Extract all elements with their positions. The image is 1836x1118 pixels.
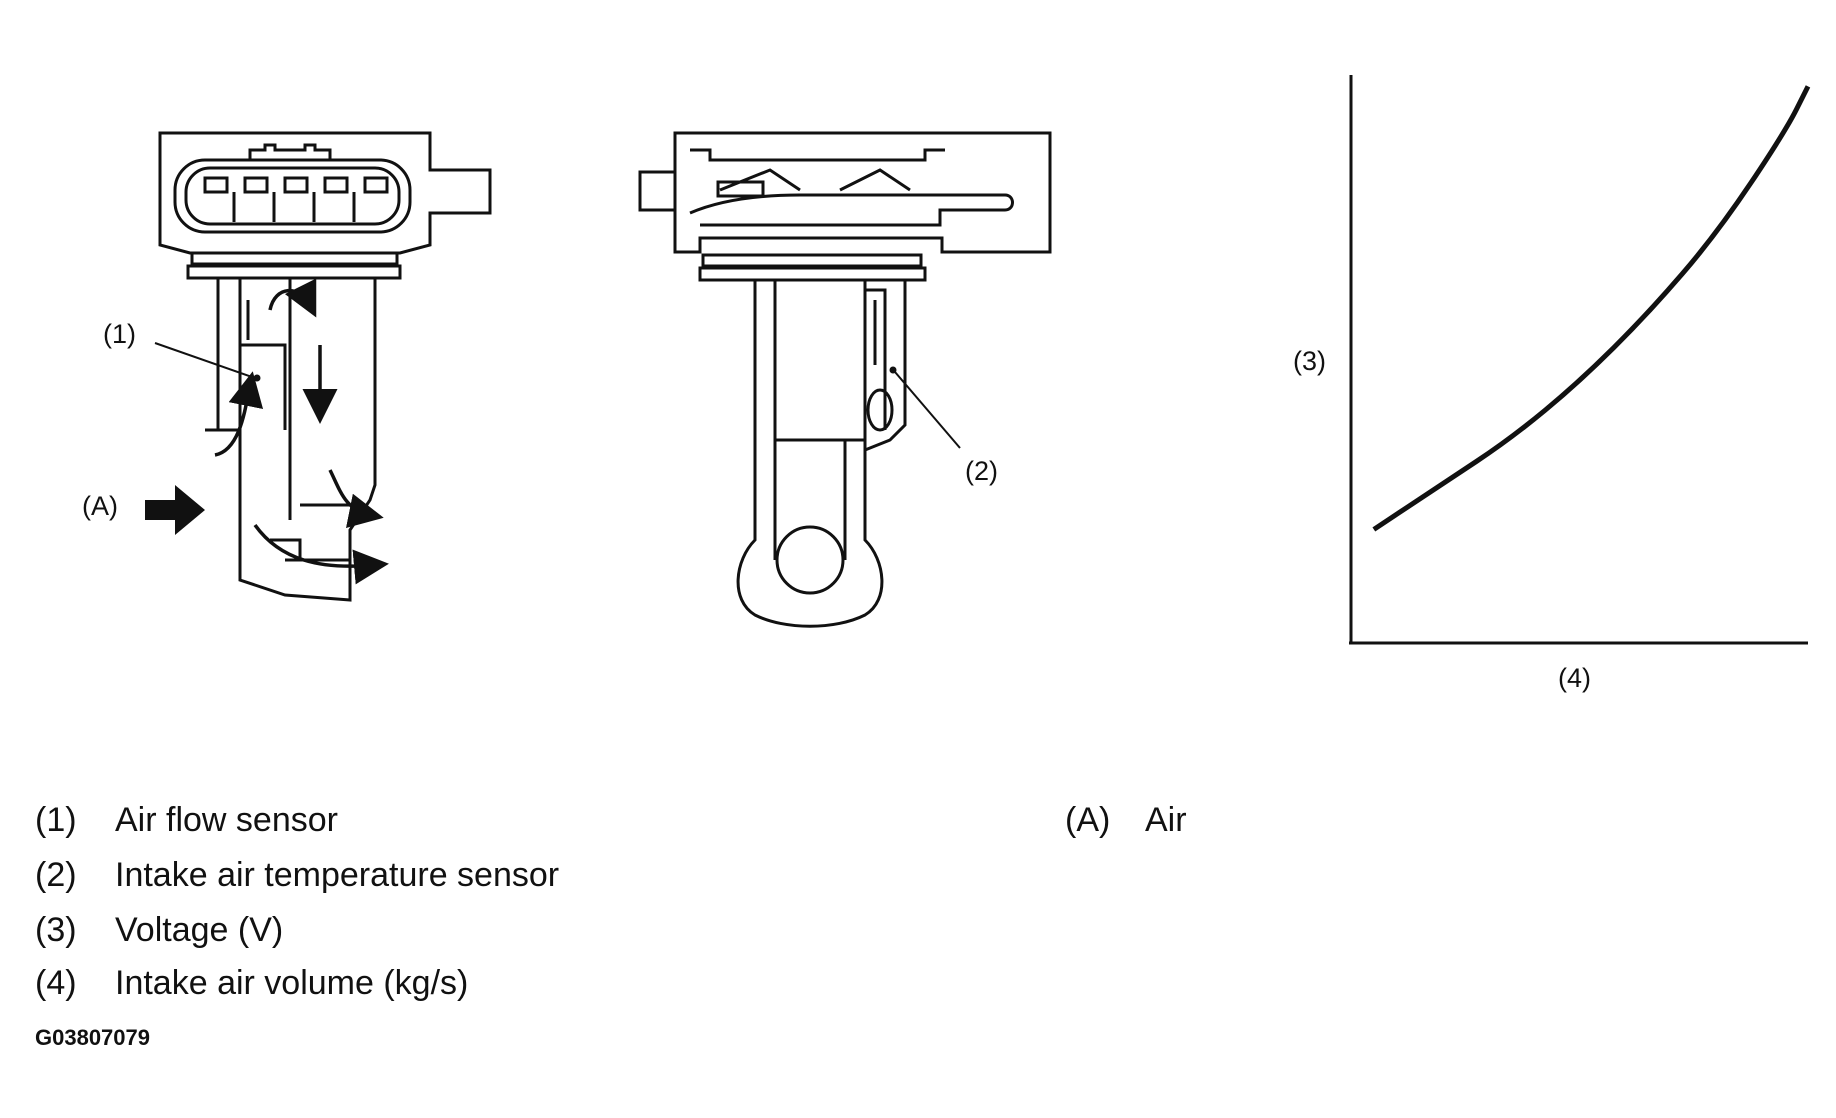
- legend-key: (1): [35, 801, 77, 839]
- legend-item-1: (1) Air flow sensor: [35, 800, 338, 840]
- callout-intake-temp-sensor: (2): [965, 456, 998, 486]
- legend-item-2: (2) Intake air temperature sensor: [35, 855, 559, 895]
- legend-label: Voltage (V): [115, 911, 284, 949]
- airflow-arrows: [214, 278, 389, 585]
- legend-item-3: (3) Voltage (V): [35, 910, 283, 950]
- x-axis-label: (4): [1558, 663, 1591, 693]
- callout-air-flow-sensor: (1): [103, 319, 136, 349]
- flange: [186, 251, 402, 280]
- air-inflow-arrow: [145, 485, 205, 535]
- legend-key: (A): [1065, 801, 1111, 839]
- legend-label: Intake air temperature sensor: [115, 856, 560, 894]
- sensor-probe-body: [205, 278, 377, 602]
- top-housing: [638, 131, 1052, 254]
- figure-id: G03807079: [35, 1025, 150, 1050]
- legend-item-4: (4) Intake air volume (kg/s): [35, 963, 468, 1003]
- sensor-front-view: [638, 131, 1052, 628]
- flange-front: [698, 253, 927, 282]
- legend-label: Intake air volume (kg/s): [115, 964, 469, 1002]
- callout-air: (A): [82, 491, 118, 521]
- connector-housing: [158, 131, 492, 255]
- legend-key: (2): [35, 856, 77, 894]
- leader-line-1: [154, 342, 256, 379]
- legend-label: Air: [1145, 801, 1187, 839]
- legend-key: (4): [35, 964, 77, 1002]
- probe-front: [736, 280, 907, 628]
- legend-key: (3): [35, 911, 77, 949]
- leader-line-2: [894, 371, 961, 449]
- legend-item-a: (A) Air: [1065, 800, 1187, 840]
- sensor-side-view: [145, 131, 492, 602]
- y-axis-label: (3): [1293, 346, 1326, 376]
- legend-label: Air flow sensor: [115, 801, 338, 839]
- voltage-curve-chart: [1349, 75, 1811, 645]
- chart-series-line: [1372, 85, 1811, 532]
